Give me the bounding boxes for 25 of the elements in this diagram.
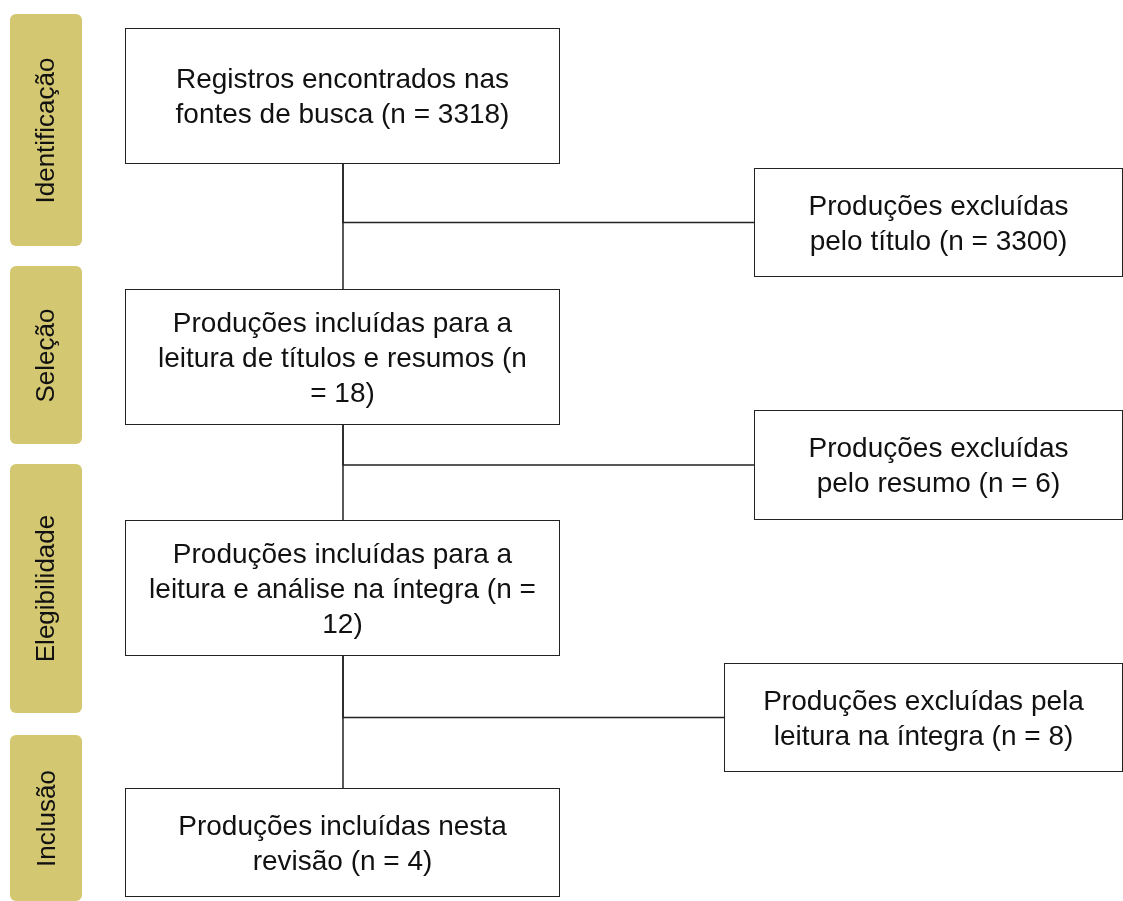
box-text: Produções incluídas para a leitura e análise na íntegra (n = 12) bbox=[148, 536, 537, 641]
connector-line bbox=[342, 424, 755, 466]
process-box bbox=[125, 28, 560, 164]
box-text: Produções excluídas pelo resumo (n = 6) bbox=[807, 431, 1070, 500]
box-text: Produções excluídas pela leitura na íntegra (n = 8) bbox=[762, 683, 1085, 753]
box-text: Produções incluídas nesta revisão (n = 4) bbox=[177, 808, 508, 878]
process-box bbox=[125, 788, 560, 897]
stage-label: Elegibilidade bbox=[30, 514, 62, 663]
box-text: Produções incluídas para a leitura de títulos e resumos (n = 18) bbox=[157, 305, 528, 410]
stage-band bbox=[10, 14, 82, 246]
process-box bbox=[754, 410, 1123, 520]
process-box bbox=[125, 520, 560, 656]
box-text: Registros encontrados nas fontes de busca (n = 3318) bbox=[174, 62, 511, 131]
stage-band bbox=[10, 735, 82, 901]
process-box bbox=[125, 289, 560, 425]
stage-band bbox=[10, 464, 82, 713]
stage-band bbox=[10, 266, 82, 444]
stage-label: Identificação bbox=[30, 57, 62, 203]
stage-label: Seleção bbox=[30, 308, 62, 402]
connector-line bbox=[342, 655, 725, 719]
connector-line bbox=[342, 163, 755, 224]
process-box bbox=[754, 168, 1123, 277]
process-box bbox=[724, 663, 1123, 772]
stage-label: Inclusão bbox=[30, 769, 62, 867]
box-text: Produções excluídas pelo título (n = 3300) bbox=[807, 188, 1070, 258]
